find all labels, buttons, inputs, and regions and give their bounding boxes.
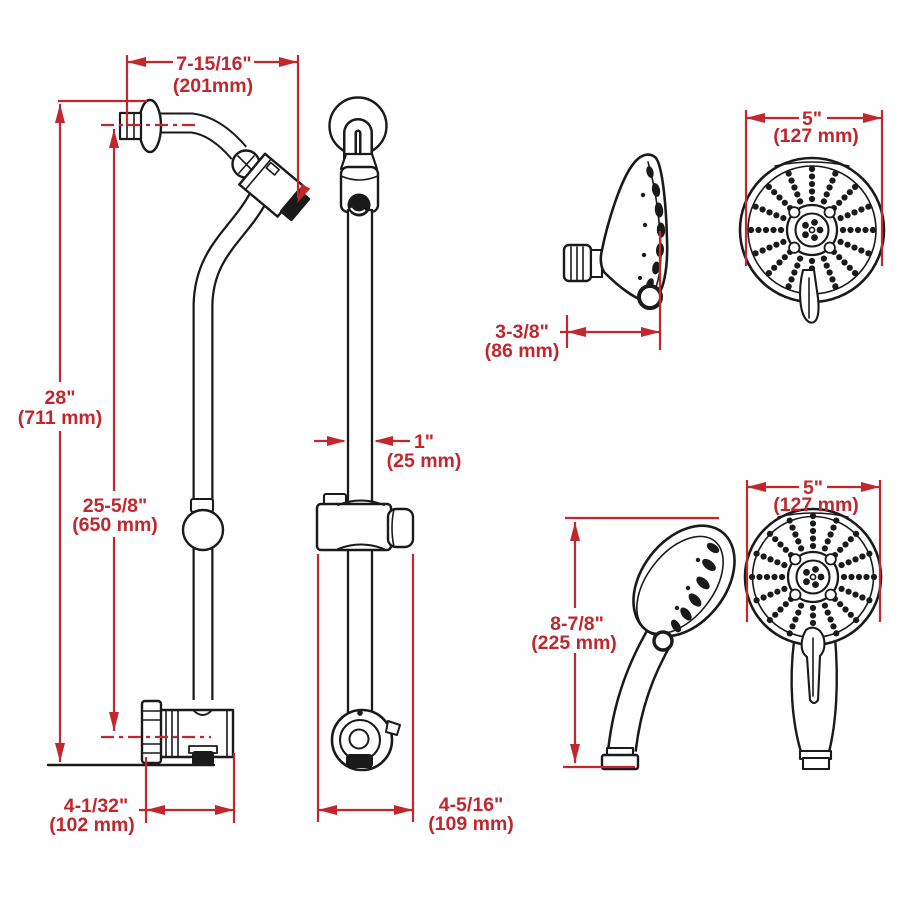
slide-bar — [346, 208, 374, 747]
spray-face-texture — [670, 542, 720, 633]
dim-overall-height-in: 28" — [45, 387, 76, 409]
slide-bar-side-view — [46, 98, 310, 767]
dim-overall-height: 28" (711 mm) — [18, 99, 147, 762]
dim-head-depth-in: 3-3/8" — [495, 321, 549, 343]
dim-arm-reach: 7-15/16" (201mm) — [125, 53, 311, 206]
dim-overall-height-mm: (711 mm) — [18, 407, 103, 429]
handshower-face-view — [743, 507, 883, 771]
dim-handshower-length-in: 8-7/8" — [550, 613, 604, 635]
dim-bar-diameter: 1" (25 mm) — [314, 431, 461, 472]
slide-bar-front-view — [315, 96, 415, 772]
dimensions: 7-15/16" (201mm) 28" (711 mm) 25-5/8" (6… — [18, 53, 884, 836]
dim-handshower-diameter-in: 5" — [803, 477, 823, 499]
dim-bar-diameter-mm: (25 mm) — [387, 450, 462, 472]
dim-head-diameter-in: 5" — [802, 108, 822, 130]
dim-slide-bracket-depth-mm: (109 mm) — [428, 813, 514, 835]
slider-knob — [181, 508, 225, 552]
dim-arm-reach-mm: (201mm) — [173, 75, 253, 97]
dim-bar-length-in: 25-5/8" — [83, 495, 148, 517]
dim-head-diameter-mm: (127 mm) — [773, 125, 859, 147]
dim-head-depth: 3-3/8" (86 mm) — [485, 231, 662, 362]
fixed-showerhead-side-small — [238, 152, 310, 221]
dim-head-depth-mm: (86 mm) — [485, 340, 560, 362]
dim-bar-length-mm: (650 mm) — [72, 514, 158, 536]
dim-arm-reach-in: 7-15/16" — [176, 53, 251, 75]
dim-handshower-diameter-mm: (127 mm) — [773, 494, 859, 516]
dim-lower-bracket-depth: 4-1/32" (102 mm) — [49, 753, 236, 836]
handshower-side-view — [600, 524, 736, 771]
dim-lower-bracket-depth-in: 4-1/32" — [64, 795, 129, 817]
dim-handshower-diameter: 5" (127 mm) — [745, 477, 882, 622]
dim-head-diameter: 5" (127 mm) — [744, 108, 884, 266]
showerhead-face-view — [738, 156, 886, 324]
dim-slide-bracket-depth-in: 4-5/16" — [439, 794, 504, 816]
slider-bracket — [315, 502, 393, 552]
dim-handshower-length-mm: (225 mm) — [531, 632, 617, 654]
showerhead-side-view — [562, 153, 669, 310]
dim-bar-length: 25-5/8" (650 mm) — [72, 123, 211, 739]
dim-handshower-length: 8-7/8" (225 mm) — [531, 516, 719, 769]
dim-slide-bracket-depth: 4-5/16" (109 mm) — [316, 554, 514, 835]
dim-bar-diameter-in: 1" — [414, 431, 434, 453]
dim-lower-bracket-depth-mm: (102 mm) — [49, 814, 135, 836]
